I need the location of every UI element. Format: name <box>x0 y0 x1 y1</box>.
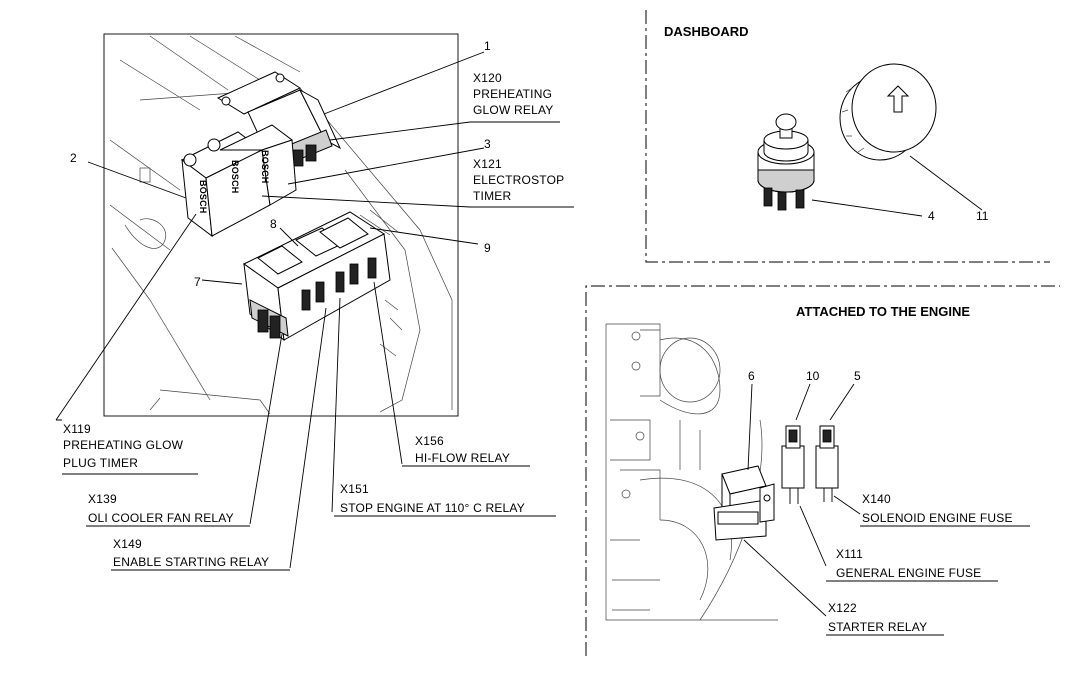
callout-4: 4 <box>928 209 935 223</box>
label-x111: X111 GENERAL ENGINE FUSE <box>826 547 998 582</box>
label-x122: X122 STARTER RELAY <box>826 601 944 636</box>
label-x156: X156 HI-FLOW RELAY <box>402 434 530 467</box>
label-x120-code: X120 <box>473 71 502 85</box>
label-x139: X139 OLI COOLER FAN RELAY <box>86 492 250 527</box>
bosch-mark-1: BOSCH <box>198 180 208 214</box>
label-x151: X151 STOP ENGINE AT 110° C RELAY <box>334 482 556 517</box>
label-x120-line2: GLOW RELAY <box>473 103 553 117</box>
label-x140-line1: SOLENOID ENGINE FUSE <box>862 511 1013 525</box>
label-x120: X120 PREHEATING GLOW RELAY <box>473 71 553 117</box>
bosch-mark-2: BOSCH <box>230 160 240 194</box>
label-x151-line1: STOP ENGINE AT 110° C RELAY <box>340 501 525 515</box>
label-x139-line1: OLI COOLER FAN RELAY <box>88 511 234 525</box>
push-button-illustration <box>839 63 937 161</box>
panel-frame <box>103 33 459 417</box>
label-x111-code: X111 <box>836 547 863 561</box>
starter-relay-illustration <box>713 465 775 541</box>
label-x149: X149 ENABLE STARTING RELAY <box>111 537 290 571</box>
dashboard-section: DASHBOARD 4 11 <box>645 10 1050 263</box>
label-x140: X140 SOLENOID ENGINE FUSE <box>860 492 1030 527</box>
label-x149-line1: ENABLE STARTING RELAY <box>113 555 269 569</box>
label-x156-line1: HI-FLOW RELAY <box>415 451 510 465</box>
label-x122-code: X122 <box>828 601 857 615</box>
leader-lines-left <box>55 51 574 569</box>
label-x119-line1: PREHEATING GLOW <box>63 438 184 452</box>
engine-title: ATTACHED TO THE ENGINE <box>796 304 970 319</box>
engine-illustration <box>605 323 778 621</box>
label-x121-code: X121 <box>473 157 502 171</box>
callout-6: 6 <box>748 369 755 383</box>
callout-10: 10 <box>806 369 820 383</box>
label-x149-code: X149 <box>113 537 142 551</box>
label-x119: X119 PREHEATING GLOW PLUG TIMER <box>63 422 184 470</box>
label-x119-line2: PLUG TIMER <box>63 456 138 470</box>
key-switch-illustration <box>757 113 815 211</box>
label-x156-code: X156 <box>415 434 444 448</box>
engine-border <box>585 285 1060 656</box>
relay-panel-illustration: BOSCH BOSCH BOSCH <box>103 33 459 417</box>
fuse-x111 <box>781 425 805 504</box>
label-x139-code: X139 <box>88 492 117 506</box>
bosch-mark-3: BOSCH <box>260 150 270 184</box>
callout-5: 5 <box>854 369 861 383</box>
callout-2: 2 <box>70 151 77 165</box>
relay-block-lower <box>243 211 391 342</box>
callout-11: 11 <box>976 209 989 223</box>
dashboard-border <box>645 10 1050 263</box>
callout-9: 9 <box>484 241 491 255</box>
fuse-x140 <box>815 425 839 502</box>
label-x122-line1: STARTER RELAY <box>828 620 927 634</box>
label-x120-line1: PREHEATING <box>473 87 552 101</box>
callout-1: 1 <box>484 39 491 53</box>
bosch-timers: BOSCH BOSCH BOSCH <box>181 124 297 238</box>
callout-3: 3 <box>484 137 491 151</box>
label-x140-code: X140 <box>862 492 891 506</box>
callout-7: 7 <box>194 275 201 289</box>
label-x119-code: X119 <box>63 422 91 436</box>
label-x111-line1: GENERAL ENGINE FUSE <box>836 566 981 580</box>
dashboard-title: DASHBOARD <box>664 24 749 39</box>
engine-section: ATTACHED TO THE ENGINE <box>585 285 1060 656</box>
callout-8: 8 <box>270 217 277 231</box>
label-x121: X121 ELECTROSTOP TIMER <box>473 157 564 203</box>
label-x121-line2: TIMER <box>473 189 511 203</box>
label-x121-line1: ELECTROSTOP <box>473 173 564 187</box>
label-x151-code: X151 <box>340 482 369 496</box>
